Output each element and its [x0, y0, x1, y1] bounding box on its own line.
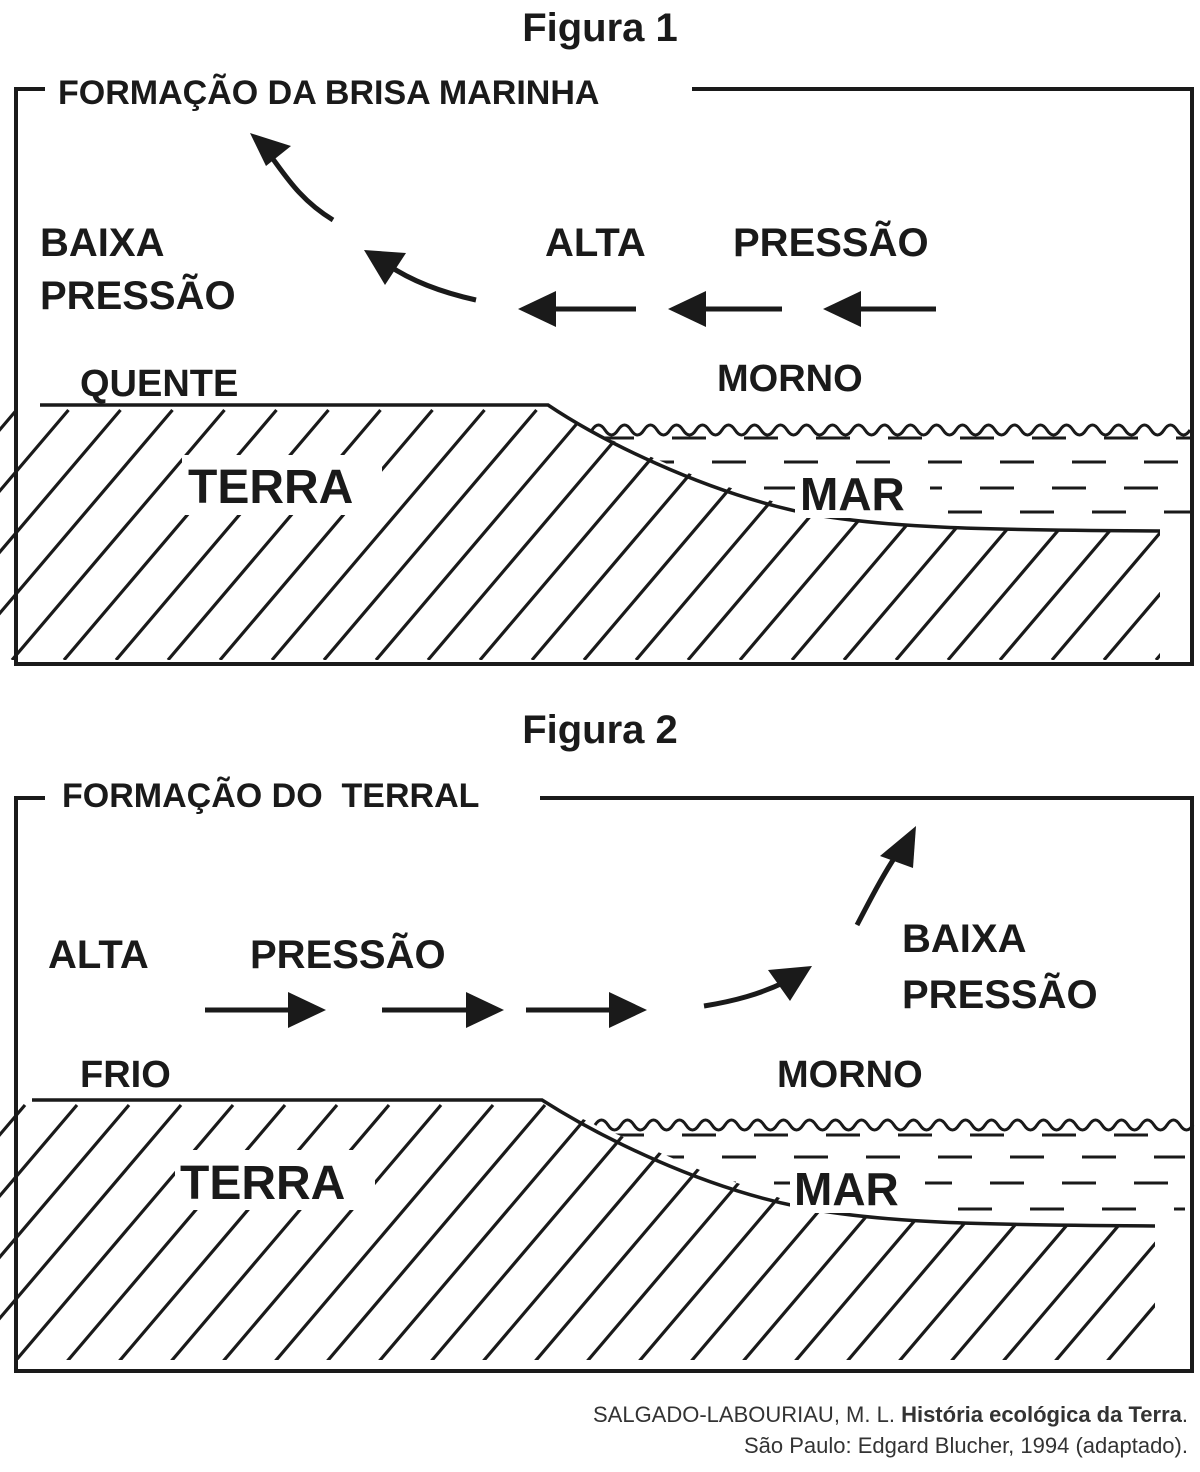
- figure-2-panel: FORMAÇÃO DO TERRAL ALTA PRESSÃO BAIXA PR…: [0, 765, 1200, 1385]
- hatch-line: [166, 408, 382, 660]
- hatch-line: [738, 408, 954, 660]
- sea-surface-wave: [593, 1118, 1195, 1132]
- land-label: TERRA: [180, 1157, 345, 1210]
- hatch-line: [0, 1103, 27, 1360]
- hatch-line: [62, 408, 278, 660]
- hatch-line: [634, 408, 850, 660]
- land-label: TERRA: [188, 461, 353, 514]
- citation-line-1: SALGADO-LABOURIAU, M. L. História ecológ…: [593, 1399, 1188, 1430]
- high-pressure-label-pressao: PRESSÃO: [250, 931, 446, 977]
- figure-1-frame: [14, 87, 1194, 666]
- hatch-line: [10, 408, 226, 660]
- hatch-line: [842, 408, 1058, 660]
- hatch-line: [530, 408, 746, 660]
- land-temperature-label: QUENTE: [80, 363, 238, 405]
- citation-book-title: História ecológica da Terra: [901, 1402, 1182, 1427]
- wind-arrow-2: [382, 992, 504, 1028]
- hatch-line: [114, 408, 330, 660]
- sea-surface-wave: [590, 423, 1192, 437]
- figure-1-panel: FORMAÇÃO DA BRISA MARINHA BAIXA PRESSÃO …: [0, 60, 1200, 690]
- hatch-line: [374, 408, 590, 660]
- hatch-line: [218, 408, 434, 660]
- low-pressure-label-line1: BAIXA: [902, 917, 1026, 961]
- low-pressure-label-line1: BAIXA: [40, 221, 164, 265]
- hatch-line: [166, 1103, 391, 1360]
- land-hatching: [0, 408, 1160, 660]
- hatch-line: [218, 1103, 443, 1360]
- figure-2-frame: [14, 796, 1194, 1373]
- hatch-line: [270, 408, 486, 660]
- sea-breeze-diagram: FORMAÇÃO DA BRISA MARINHA BAIXA PRESSÃO …: [0, 74, 1194, 666]
- low-pressure-label-line2: PRESSÃO: [40, 272, 236, 318]
- curved-arrow-lower: [703, 979, 787, 1009]
- wind-arrow-1: [205, 992, 326, 1028]
- wind-arrow-2: [668, 291, 782, 327]
- hatch-line: [0, 408, 70, 660]
- sea-label: MAR: [800, 468, 905, 520]
- hatch-line: [10, 1103, 235, 1360]
- hatch-line: [894, 408, 1110, 660]
- hatch-line: [478, 408, 694, 660]
- hatch-line: [62, 1103, 287, 1360]
- arrow-head-upper: [250, 133, 291, 166]
- hatch-line: [946, 408, 1160, 660]
- high-pressure-label-alta: ALTA: [545, 221, 646, 265]
- hatch-line: [582, 408, 798, 660]
- figure-2-box-title: FORMAÇÃO DO TERRAL: [62, 777, 479, 815]
- arrow-head-lower: [768, 966, 812, 1001]
- figure-1-box-title: FORMAÇÃO DA BRISA MARINHA: [58, 74, 599, 112]
- citation-period: .: [1181, 1402, 1188, 1427]
- high-pressure-label-pressao: PRESSÃO: [733, 219, 929, 265]
- wind-arrow-3: [526, 992, 647, 1028]
- hatch-line: [998, 408, 1160, 660]
- wind-arrow-1: [518, 291, 636, 327]
- high-pressure-label-alta: ALTA: [48, 933, 149, 977]
- hatch-line: [0, 1103, 183, 1360]
- sea-label: MAR: [794, 1163, 899, 1215]
- figure-2-heading: Figura 2: [522, 708, 678, 752]
- figure-1-heading: Figura 1: [522, 6, 678, 50]
- hatch-line: [0, 1103, 131, 1360]
- sea-temperature-label: MORNO: [777, 1054, 923, 1096]
- hatch-line: [1102, 1103, 1155, 1360]
- hatch-line: [790, 408, 1006, 660]
- source-citation: SALGADO-LABOURIAU, M. L. História ecológ…: [593, 1399, 1188, 1461]
- land-breeze-diagram: FORMAÇÃO DO TERRAL ALTA PRESSÃO BAIXA PR…: [0, 777, 1195, 1373]
- hatch-line: [998, 1103, 1155, 1360]
- arrow-head-lower: [364, 250, 406, 285]
- hatch-line: [1102, 408, 1160, 660]
- hatch-line: [686, 408, 902, 660]
- curved-arrow-lower: [386, 262, 477, 303]
- hatch-line: [322, 1103, 547, 1360]
- curved-arrow-upper: [854, 855, 898, 927]
- hatch-line: [114, 1103, 339, 1360]
- arrow-head-upper: [880, 826, 916, 868]
- hatch-line: [1050, 1103, 1155, 1360]
- hatch-line: [0, 408, 122, 660]
- hatch-line: [374, 1103, 599, 1360]
- hatch-line: [426, 1103, 651, 1360]
- wind-arrow-3: [823, 291, 936, 327]
- hatch-line: [426, 408, 642, 660]
- curved-arrow-upper: [267, 153, 335, 223]
- hatch-line: [1050, 408, 1160, 660]
- low-pressure-label-line2: PRESSÃO: [902, 971, 1098, 1017]
- land-temperature-label: FRIO: [80, 1054, 171, 1096]
- hatch-line: [270, 1103, 495, 1360]
- sea-temperature-label: MORNO: [717, 358, 863, 400]
- citation-line-2: São Paulo: Edgard Blucher, 1994 (adaptad…: [744, 1433, 1188, 1458]
- land-hatching: [0, 1103, 1155, 1360]
- hatch-line: [322, 408, 538, 660]
- hatch-line: [0, 1103, 79, 1360]
- citation-author: SALGADO-LABOURIAU, M. L.: [592, 1402, 902, 1427]
- hatch-line: [0, 408, 174, 660]
